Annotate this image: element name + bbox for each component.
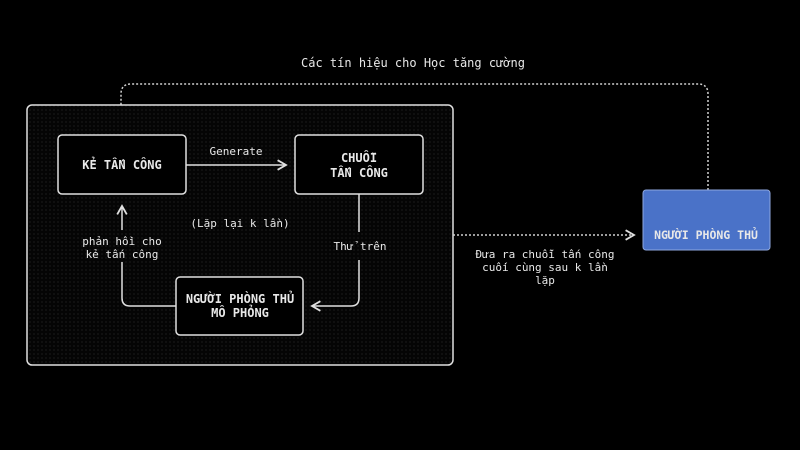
node-defender: NGƯỜI PHÒNG THỦ [642, 189, 771, 251]
node-attack-chain: CHUỖI TẤN CÔNG [294, 134, 424, 195]
attacker-label: KẺ TẤN CÔNG [82, 156, 161, 172]
simulated-defender-label-1: NGƯỜI PHÒNG THỦ [186, 290, 294, 306]
output-label-1: Đưa ra chuỗi tấn công [475, 248, 614, 261]
output-label-3: lặp [535, 274, 555, 287]
try-on-arrow [312, 194, 360, 306]
output-label-2: cuối cùng sau k lần [482, 261, 608, 274]
rl-signals-title: Các tín hiệu cho Học tăng cường [301, 56, 525, 70]
feedback-label-1: phản hồi cho [82, 235, 161, 248]
node-attacker: KẺ TẤN CÔNG [57, 134, 187, 195]
generate-label: Generate [210, 145, 263, 158]
feedback-arrow [122, 206, 176, 307]
rl-feedback-dashed-arrow [115, 83, 709, 190]
try-on-label: Thử trên [334, 240, 387, 253]
feedback-label-2: kẻ tấn công [86, 248, 159, 261]
attack-chain-label-2: TẤN CÔNG [330, 165, 388, 180]
repeat-k-times-label: (Lặp lại k lần) [190, 217, 289, 230]
attack-chain-label-1: CHUỖI [341, 150, 377, 165]
simulated-defender-label-2: MÔ PHỎNG [211, 304, 269, 320]
defender-label: NGƯỜI PHÒNG THỦ [654, 226, 758, 242]
node-simulated-defender: NGƯỜI PHÒNG THỦ MÔ PHỎNG [175, 276, 304, 336]
